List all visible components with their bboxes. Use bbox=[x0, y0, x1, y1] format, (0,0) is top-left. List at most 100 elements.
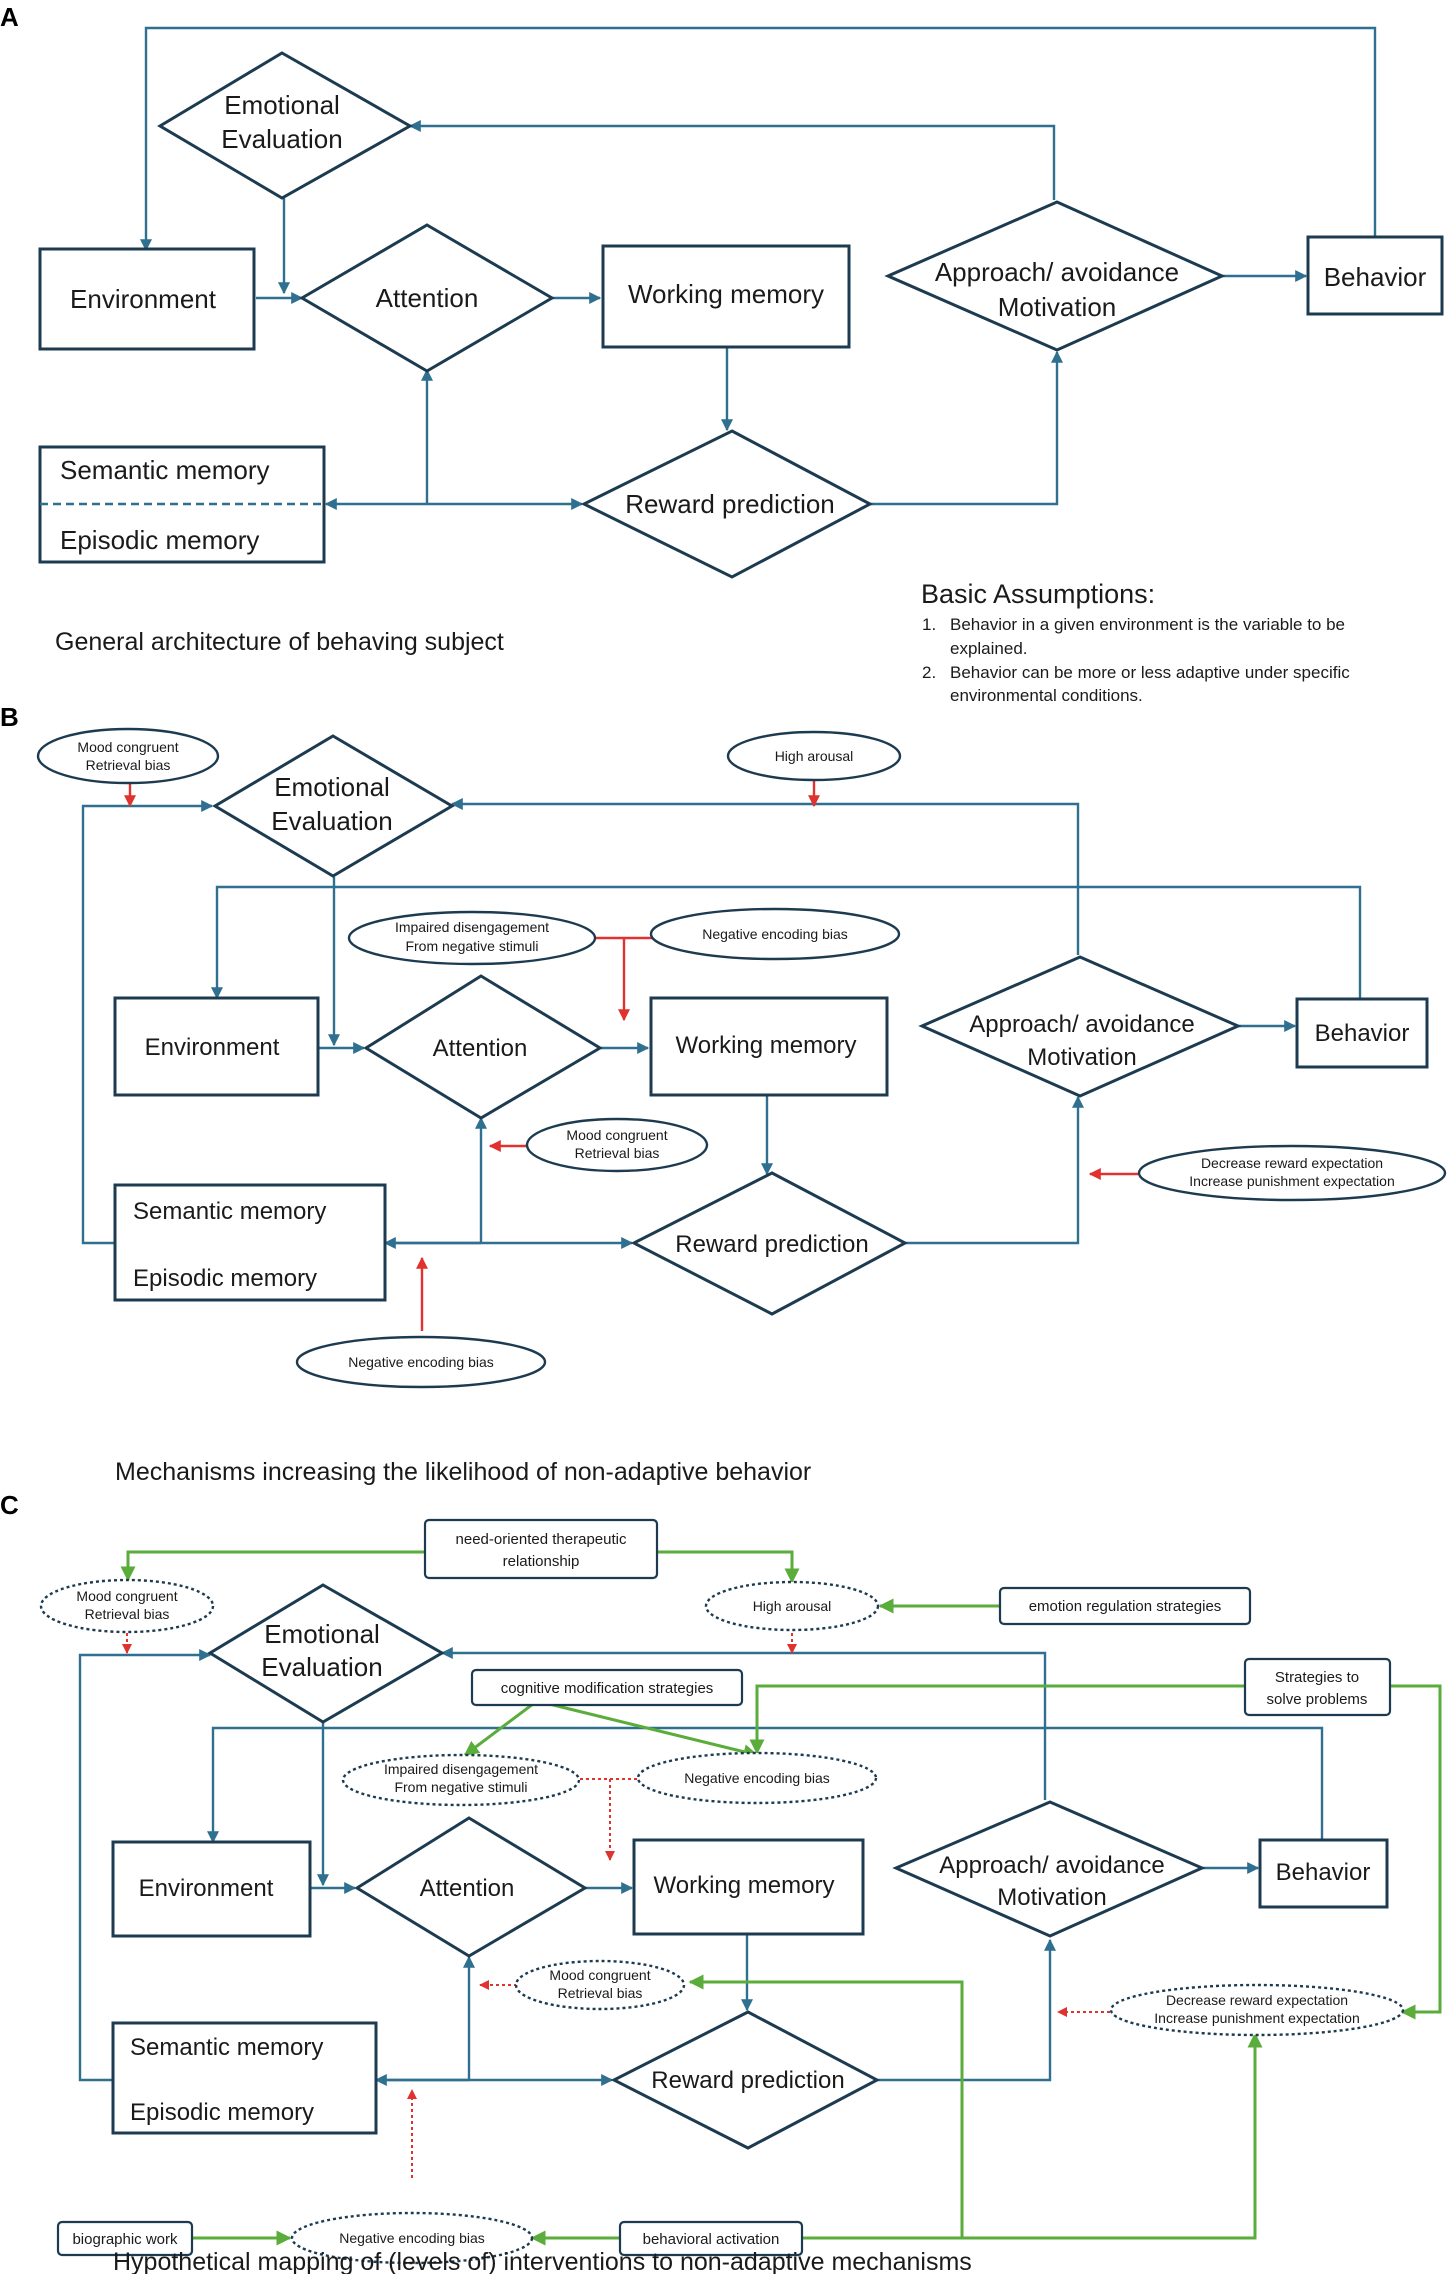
approach-avoidance-node: Approach/ avoidance Motivation bbox=[884, 200, 1226, 352]
b-approach-label-2: Motivation bbox=[1027, 1044, 1136, 1071]
approach-label-1: Approach/ avoidance bbox=[935, 257, 1179, 287]
c-emotion-regulation-label: emotion regulation strategies bbox=[1029, 1598, 1222, 1615]
c-behavior-label: Behavior bbox=[1276, 1859, 1371, 1886]
attention-node: Attention bbox=[299, 223, 555, 373]
b-reward-expectation-bias: Decrease reward expectation Increase pun… bbox=[1137, 1144, 1447, 1202]
c-emotion-label-1: Emotional bbox=[264, 1619, 380, 1649]
c-negative-encoding-bias-bottom: Negative encoding bias bbox=[290, 2211, 534, 2265]
c-mood-bias-label-1: Mood congruent bbox=[76, 1588, 177, 1604]
c-biographic-work-box: biographic work bbox=[56, 2220, 194, 2257]
c-behavior-node: Behavior bbox=[1258, 1838, 1389, 1909]
c-strategies-label-2: solve problems bbox=[1267, 1691, 1368, 1708]
c-emotion-regulation-box: emotion regulation strategies bbox=[998, 1586, 1252, 1626]
c-emotion-label-2: Evaluation bbox=[261, 1652, 382, 1682]
b-mood-bias-label-1: Mood congruent bbox=[77, 739, 178, 755]
environment-node: Environment bbox=[38, 247, 256, 351]
b-mood-attention-label-2: Retrieval bias bbox=[575, 1145, 660, 1161]
c-need-oriented-label-1: need-oriented therapeutic bbox=[456, 1531, 627, 1548]
c-attention-node: Attention bbox=[354, 1816, 588, 1958]
b-edge-reward-to-approach bbox=[905, 1095, 1084, 1245]
b-negative-encoding-bias-top: Negative encoding bias bbox=[649, 907, 901, 961]
c-negative-encoding-top-label: Negative encoding bias bbox=[684, 1770, 830, 1786]
b-edge-approach-to-emotion bbox=[450, 798, 1080, 955]
b-negative-encoding-bottom-label: Negative encoding bias bbox=[348, 1354, 494, 1370]
c-approach-avoidance-node: Approach/ avoidance Motivation bbox=[892, 1800, 1206, 1938]
b-attention-label: Attention bbox=[433, 1035, 528, 1062]
panel-c-mechanism-arrows bbox=[122, 1633, 1110, 2178]
b-memory-node: Semantic memory Episodic memory bbox=[113, 1183, 387, 1302]
panel-label-b: B bbox=[0, 702, 19, 732]
behavior-node: Behavior bbox=[1306, 235, 1444, 316]
c-impaired-label-2: From negative stimuli bbox=[394, 1779, 527, 1795]
panel-b-mechanism-arrows bbox=[124, 780, 1138, 1331]
c-green-relationship-to-mood bbox=[120, 1550, 425, 1582]
b-impaired-label-1: Impaired disengagement bbox=[395, 919, 549, 935]
c-high-arousal-bias: High arousal bbox=[704, 1580, 880, 1632]
c-environment-label: Environment bbox=[139, 1875, 274, 1902]
b-environment-label: Environment bbox=[145, 1034, 280, 1061]
panel-a-caption: General architecture of behaving subject bbox=[55, 628, 504, 656]
c-mood-congruent-bias: Mood congruent Retrieval bias bbox=[39, 1578, 215, 1634]
c-negative-encoding-bottom-label: Negative encoding bias bbox=[339, 2230, 485, 2246]
emotional-evaluation-label-1: Emotional bbox=[224, 90, 340, 120]
c-episodic-memory-label: Episodic memory bbox=[130, 2099, 314, 2126]
c-edge-reward-to-approach bbox=[877, 1938, 1056, 2082]
c-green-cognitive-to-impaired bbox=[463, 1699, 538, 1757]
b-reward-prediction-label: Reward prediction bbox=[675, 1231, 868, 1258]
approach-label-2: Motivation bbox=[998, 292, 1117, 322]
b-mood-bias-label-2: Retrieval bias bbox=[86, 757, 171, 773]
edge-reward-to-approach bbox=[870, 350, 1063, 506]
c-behavioral-activation-label: behavioral activation bbox=[643, 2231, 780, 2248]
c-edge-behavior-to-environment bbox=[207, 1726, 1324, 1860]
c-attention-label: Attention bbox=[420, 1875, 515, 1902]
b-negative-encoding-top-label: Negative encoding bias bbox=[702, 926, 848, 942]
c-emotional-evaluation-node: Emotional Evaluation bbox=[207, 1583, 446, 1724]
b-environment-node: Environment bbox=[113, 996, 320, 1097]
c-reward-expectation-bias: Decrease reward expectation Increase pun… bbox=[1109, 1983, 1405, 2037]
b-mood-congruent-bias-attention: Mood congruent Retrieval bias bbox=[525, 1117, 709, 1173]
c-strategies-label-1: Strategies to bbox=[1275, 1669, 1359, 1686]
c-behavioral-activation-box: behavioral activation bbox=[618, 2220, 804, 2257]
b-emotion-label-2: Evaluation bbox=[271, 806, 392, 836]
basic-assumptions: Basic Assumptions: 1. Behavior in a give… bbox=[921, 579, 1350, 705]
b-high-arousal-label: High arousal bbox=[775, 748, 854, 764]
assumption-1-num: 1. bbox=[922, 615, 936, 634]
edge-approach-to-emotion bbox=[408, 120, 1056, 200]
assumption-2-line-1: Behavior can be more or less adaptive un… bbox=[950, 663, 1350, 682]
semantic-memory-label: Semantic memory bbox=[60, 455, 270, 485]
b-impaired-label-2: From negative stimuli bbox=[405, 938, 538, 954]
panel-a: A Emotional Evaluation Environment bbox=[0, 2, 1444, 705]
b-attention-node: Attention bbox=[363, 974, 603, 1120]
reward-prediction-label: Reward prediction bbox=[625, 489, 835, 519]
memory-node: Semantic memory Episodic memory bbox=[38, 445, 326, 564]
working-memory-label: Working memory bbox=[628, 279, 824, 309]
c-mood-congruent-bias-attention: Mood congruent Retrieval bias bbox=[514, 1959, 686, 2011]
panel-b: B Emotional bbox=[0, 702, 1447, 1486]
c-strategies-problems-box: Strategies to solve problems bbox=[1243, 1657, 1392, 1717]
b-reward-prediction-node: Reward prediction bbox=[630, 1171, 909, 1316]
c-mood-attention-label-1: Mood congruent bbox=[549, 1967, 650, 1983]
c-biographic-work-label: biographic work bbox=[72, 2231, 178, 2248]
b-episodic-memory-label: Episodic memory bbox=[133, 1265, 317, 1292]
assumption-1-line-2: explained. bbox=[950, 639, 1028, 658]
b-approach-label-1: Approach/ avoidance bbox=[969, 1011, 1195, 1038]
edge-behavior-to-environment bbox=[140, 26, 1377, 252]
c-reward-prediction-node: Reward prediction bbox=[610, 2010, 881, 2150]
panel-a-edges bbox=[140, 26, 1377, 510]
c-impaired-label-1: Impaired disengagement bbox=[384, 1761, 538, 1777]
emotional-evaluation-label-2: Evaluation bbox=[221, 124, 342, 154]
c-reward-prediction-label: Reward prediction bbox=[651, 2067, 844, 2094]
b-working-memory-label: Working memory bbox=[676, 1032, 857, 1059]
c-green-strategies-to-encoding bbox=[749, 1684, 1245, 1755]
working-memory-node: Working memory bbox=[601, 244, 851, 349]
c-expectation-label-2: Increase punishment expectation bbox=[1154, 2010, 1359, 2026]
episodic-memory-label: Episodic memory bbox=[60, 525, 259, 555]
assumptions-title: Basic Assumptions: bbox=[921, 579, 1155, 609]
c-arrow-biases-to-wm bbox=[580, 1778, 640, 1860]
assumption-2-line-2: environmental conditions. bbox=[950, 686, 1143, 705]
c-cognitive-modification-label: cognitive modification strategies bbox=[501, 1680, 714, 1697]
reward-prediction-node: Reward prediction bbox=[580, 429, 874, 579]
c-need-oriented-label-2: relationship bbox=[503, 1553, 580, 1570]
c-green-cognitive-to-encoding bbox=[536, 1699, 759, 1760]
b-impaired-disengagement-bias: Impaired disengagement From negative sti… bbox=[347, 910, 597, 966]
